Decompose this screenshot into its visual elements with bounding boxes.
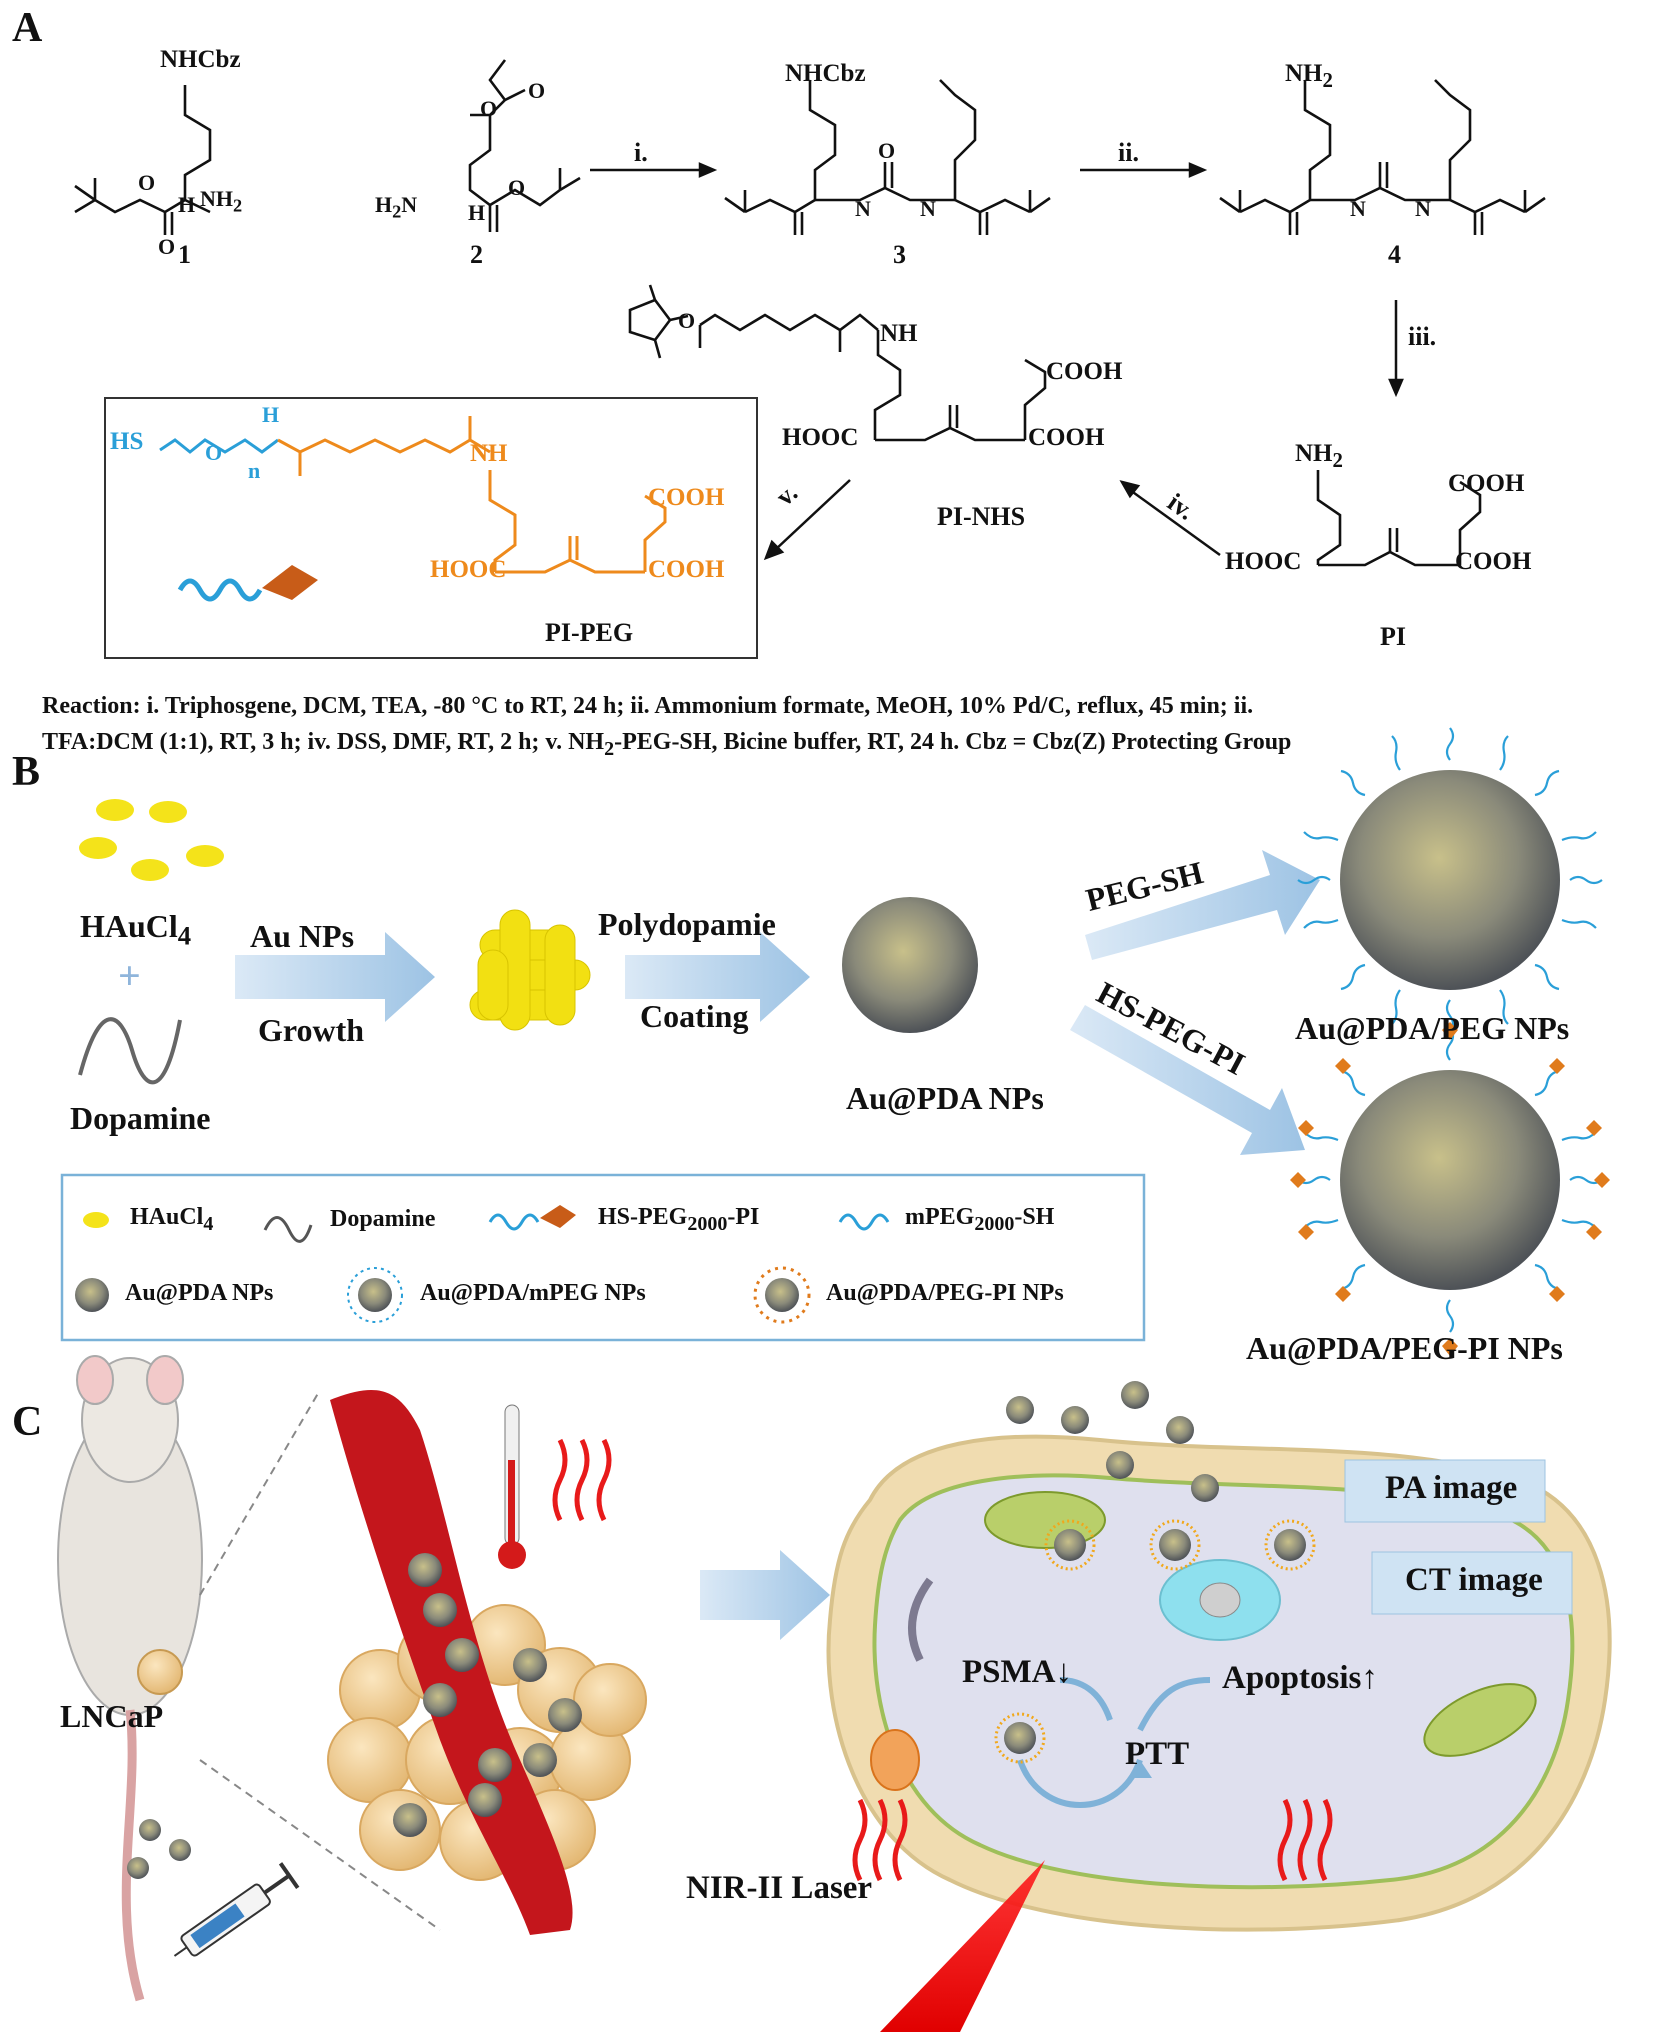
pi-peg-cooh-top: COOH — [648, 484, 725, 511]
panel-label-a: A — [12, 5, 43, 51]
compound-4-label: 4 — [1388, 240, 1401, 269]
pi-hooc: HOOC — [1225, 548, 1302, 575]
compound-3-urea-o: O — [878, 138, 896, 163]
reaction-conditions-line1: Reaction: i. Triphosgene, DCM, TEA, -80 … — [42, 693, 1254, 719]
compound-1-o: O — [138, 170, 156, 195]
pi-ligands — [1290, 1022, 1610, 1356]
au-nps-label: Au NPs — [250, 918, 355, 954]
legend-hs-peg-pi: HS-PEG2000-PI — [598, 1204, 760, 1235]
compound-3-n2: N — [920, 196, 936, 221]
compound-4-nh2: NH2 — [1285, 60, 1333, 92]
pi-nh2: NH2 — [1295, 440, 1343, 472]
pi-peg-skeleton — [159, 416, 667, 602]
legend-au-pda-peg-pi: Au@PDA/PEG-PI NPs — [826, 1280, 1064, 1306]
step-iii-label: iii. — [1408, 322, 1437, 351]
compound-3-nhcbz: NHCbz — [785, 60, 866, 87]
scheme-arrows — [590, 162, 1404, 561]
ptt-label: PTT — [1125, 1736, 1190, 1772]
compound-2-h: H — [468, 200, 486, 225]
dopamine-label: Dopamine — [70, 1100, 211, 1136]
au-pda-peg-label: Au@PDA/PEG NPs — [1295, 1010, 1570, 1046]
pi-peg-h: H — [262, 402, 280, 427]
legend-au-pda-mpeg: Au@PDA/mPEG NPs — [420, 1280, 646, 1306]
mouse-illustration — [57, 1355, 441, 2002]
au-pda-peg-pi-label: Au@PDA/PEG-PI NPs — [1246, 1330, 1563, 1366]
pi-nhs-cooh-top: COOH — [1046, 358, 1123, 385]
legend-haucl4: HAuCl4 — [130, 1204, 214, 1235]
panel-label-b: B — [12, 749, 41, 795]
apoptosis-label: Apoptosis↑ — [1222, 1660, 1378, 1696]
compound-2-h2n: H2N — [375, 192, 418, 222]
pi-nhs-ester-o: O — [678, 308, 696, 333]
compound-1-o-carbonyl: O — [158, 234, 176, 259]
lncap-label: LNCaP — [60, 1698, 164, 1734]
pi-peg-hs: HS — [110, 428, 144, 455]
pa-image-label: PA image — [1385, 1470, 1518, 1506]
legend-au-pda: Au@PDA NPs — [125, 1280, 274, 1306]
panel-label-c: C — [12, 1399, 43, 1445]
compound-2-o-ester: O — [480, 96, 498, 121]
compound-pi-nhs-label: PI-NHS — [937, 502, 1026, 531]
compound-1-nh2: NH2 — [200, 186, 243, 216]
pi-nhs-cooh-right: COOH — [1028, 424, 1105, 451]
ct-image-label: CT image — [1405, 1562, 1543, 1598]
compound-3-n1: N — [855, 196, 871, 221]
compound-3-label: 3 — [893, 240, 906, 269]
reaction-conditions-line2: TFA:DCM (1:1), RT, 3 h; iv. DSS, DMF, RT… — [42, 729, 1292, 760]
pi-cooh-top: COOH — [1448, 470, 1525, 497]
pi-peg-cooh-right: COOH — [648, 556, 725, 583]
legend-box — [60, 1173, 1146, 1342]
legend-dopamine: Dopamine — [330, 1206, 436, 1232]
pi-nhs-hooc: HOOC — [782, 424, 859, 451]
tumor-vessel-illustration — [327, 1390, 830, 1935]
haucl4-label: HAuCl4 — [80, 908, 192, 951]
pi-cooh-right: COOH — [1455, 548, 1532, 575]
pi-peg-nh: NH — [470, 440, 508, 467]
pi-nhs-nh: NH — [880, 320, 918, 347]
growth-label: Growth — [258, 1012, 365, 1048]
coating-label: Coating — [640, 998, 749, 1034]
legend-mpeg: mPEG2000-SH — [905, 1204, 1055, 1235]
step-ii-label: ii. — [1118, 138, 1139, 167]
cell-illustration — [826, 1381, 1612, 2032]
pi-peg-n-sub: n — [248, 458, 261, 483]
step-i-label: i. — [634, 138, 648, 167]
compound-1-nhcbz: NHCbz — [160, 46, 241, 73]
compound-1-label: 1 — [178, 240, 191, 269]
compound-2-o-ester-2: O — [508, 175, 526, 200]
compound-pi-peg-label: PI-PEG — [545, 618, 634, 647]
scheme-structures — [74, 59, 1546, 659]
compound-1-h: H — [178, 192, 196, 217]
plus-sign: + — [118, 953, 141, 998]
au-pda-label: Au@PDA NPs — [846, 1080, 1044, 1116]
compound-pi-label: PI — [1380, 622, 1406, 651]
compound-2-o-carbonyl: O — [528, 78, 546, 103]
polydopamie-label: Polydopamie — [598, 906, 776, 942]
compound-2-label: 2 — [470, 240, 483, 269]
pi-peg-hooc: HOOC — [430, 556, 507, 583]
pi-peg-o: O — [205, 440, 223, 465]
compound-4-n1: N — [1350, 196, 1366, 221]
laser-label: NIR-II Laser — [686, 1870, 873, 1906]
compound-4-n2: N — [1415, 196, 1431, 221]
psma-label: PSMA↓ — [962, 1654, 1072, 1690]
synthesis-graphics — [78, 770, 1560, 1290]
